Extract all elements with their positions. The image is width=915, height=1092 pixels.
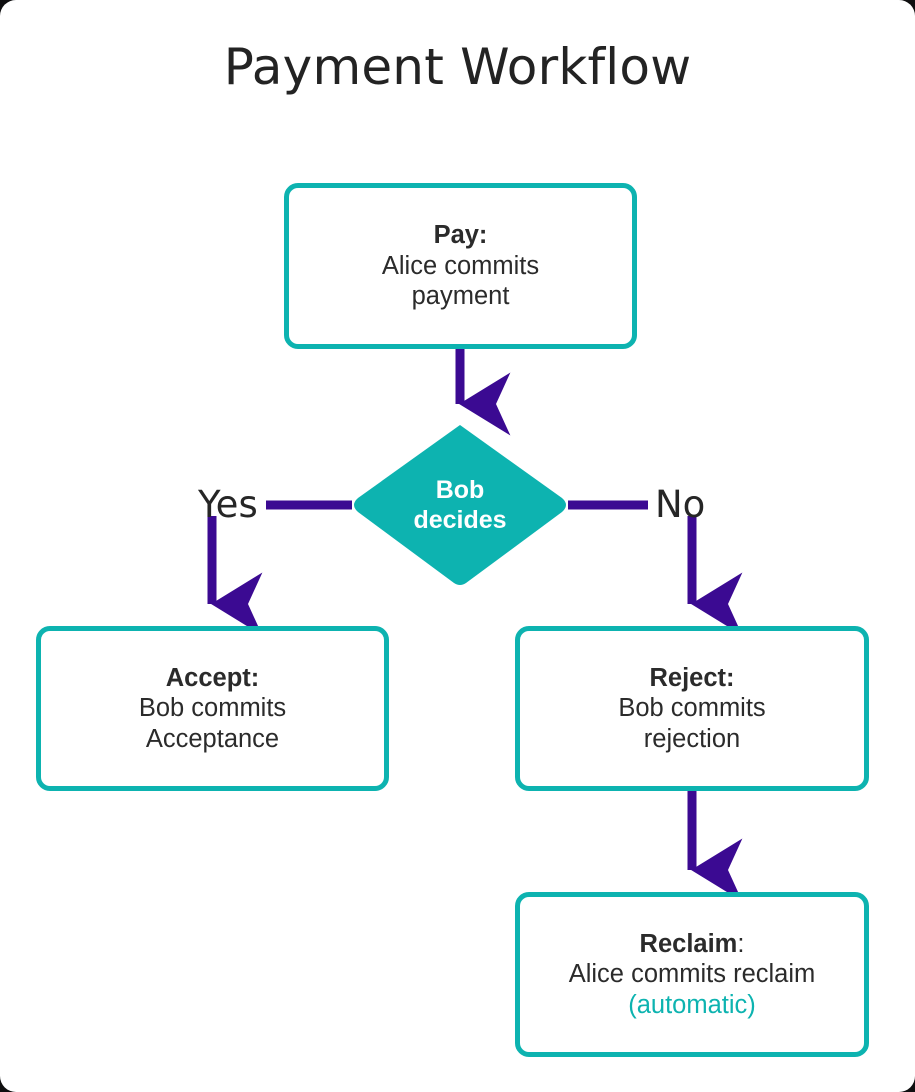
node-accept-line-1: Bob commits xyxy=(138,694,287,723)
decision-diamond-shape[interactable] xyxy=(354,425,566,585)
node-decision-label: Bob decides xyxy=(352,425,568,585)
node-decision[interactable]: Bob decides xyxy=(352,425,568,585)
edge-label-no: No xyxy=(655,483,706,526)
node-reclaim-colon: : xyxy=(737,929,745,958)
page-title: Payment Workflow xyxy=(223,38,692,96)
node-reject-line-1: Bob commits xyxy=(618,694,766,723)
node-accept[interactable]: Accept: Bob commits Acceptance xyxy=(36,626,389,791)
node-accept-line-2: Acceptance xyxy=(145,724,280,753)
node-reclaim-heading: Reclaim: xyxy=(640,929,745,959)
node-pay[interactable]: Pay: Alice commits payment xyxy=(284,183,637,349)
node-decision-line-1: Bob xyxy=(435,476,485,504)
node-pay-line-1: Alice commits xyxy=(381,251,540,280)
node-reclaim[interactable]: Reclaim: Alice commits reclaim (automati… xyxy=(515,892,869,1057)
edge-decision-to-accept xyxy=(207,500,352,636)
node-decision-line-2: decides xyxy=(413,506,507,534)
edge-label-yes: Yes xyxy=(198,483,258,526)
node-pay-heading: Pay: xyxy=(433,221,488,250)
node-reject[interactable]: Reject: Bob commits rejection xyxy=(515,626,869,791)
node-reclaim-line-1: Alice commits reclaim xyxy=(568,960,816,989)
node-reclaim-keyword: Reclaim xyxy=(639,929,738,958)
node-reject-line-2: rejection xyxy=(643,724,741,753)
node-accept-heading: Accept: xyxy=(165,663,260,692)
node-reject-heading: Reject: xyxy=(649,663,735,692)
node-pay-line-2: payment xyxy=(411,282,510,311)
edge-decision-to-reject xyxy=(568,500,743,636)
node-reclaim-note: (automatic) xyxy=(628,990,756,1019)
